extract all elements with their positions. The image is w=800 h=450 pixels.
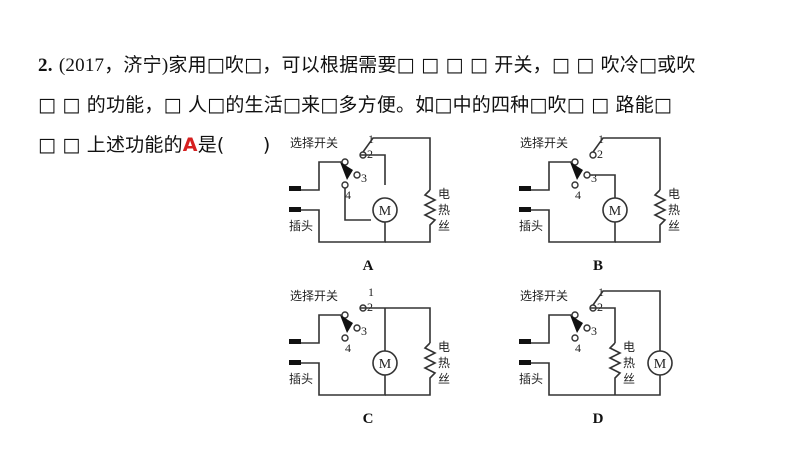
circuit-d: 选择开关 1 2 3 4 电 热 丝 M 插头 D — [515, 283, 695, 428]
svg-text:1: 1 — [598, 132, 604, 146]
svg-text:1: 1 — [368, 132, 374, 146]
svg-text:3: 3 — [361, 324, 367, 338]
svg-text:2: 2 — [367, 147, 373, 161]
figure-caption: B — [593, 258, 603, 274]
svg-text:插头: 插头 — [289, 372, 313, 386]
svg-text:M: M — [379, 204, 392, 219]
svg-text:电: 电 — [438, 187, 450, 201]
svg-text:热: 热 — [438, 356, 450, 370]
svg-text:M: M — [379, 357, 392, 372]
svg-text:1: 1 — [368, 285, 374, 299]
svg-text:插头: 插头 — [289, 219, 313, 233]
svg-text:3: 3 — [361, 171, 367, 185]
svg-text:插头: 插头 — [519, 219, 543, 233]
plug-icon — [519, 339, 531, 344]
circuit-b: 选择开关 1 2 3 4 M 电 热 丝 插头 B — [515, 130, 695, 275]
svg-text:丝: 丝 — [438, 372, 450, 386]
svg-text:4: 4 — [345, 341, 351, 355]
svg-text:3: 3 — [591, 171, 597, 185]
figure-caption: A — [363, 258, 374, 274]
selector-blade — [340, 162, 353, 180]
svg-text:热: 热 — [623, 356, 635, 370]
question-text-3-end: 是( ) — [197, 134, 271, 156]
svg-text:4: 4 — [575, 341, 581, 355]
svg-text:电: 电 — [438, 340, 450, 354]
plug-icon — [289, 186, 301, 191]
circuit-a: 选择开关 1 2 3 4 M 电 热 丝 插头 A — [285, 130, 465, 275]
question-line-3: □ □ 上述功能的A是( ) — [38, 133, 271, 157]
svg-text:M: M — [609, 204, 622, 219]
svg-text:4: 4 — [345, 188, 351, 202]
figure-caption: D — [593, 411, 604, 427]
question-line-1: 2. (2017，济宁)家用□吹□，可以根据需要□ □ □ □ 开关，□ □ 吹… — [38, 54, 696, 76]
svg-text:M: M — [654, 357, 667, 372]
svg-text:2: 2 — [597, 147, 603, 161]
question-source: (2017，济宁) — [58, 55, 169, 76]
plug-icon — [289, 339, 301, 344]
svg-text:电: 电 — [668, 187, 680, 201]
question-number: 2 — [38, 55, 48, 76]
switch-label: 选择开关 — [290, 136, 338, 150]
svg-text:丝: 丝 — [668, 219, 680, 233]
svg-text:1: 1 — [598, 285, 604, 299]
plug-icon — [519, 186, 531, 191]
figure-caption: C — [363, 411, 374, 427]
svg-text:3: 3 — [591, 324, 597, 338]
svg-text:选择开关: 选择开关 — [520, 136, 568, 150]
question-text-2: □ □ 的功能，□ 人□的生活□来□多方便。如□中的四种□吹□ □ 路能□ — [38, 94, 673, 116]
svg-text:电: 电 — [623, 340, 635, 354]
svg-text:4: 4 — [575, 188, 581, 202]
question-line-2: □ □ 的功能，□ 人□的生活□来□多方便。如□中的四种□吹□ □ 路能□ — [38, 93, 672, 117]
svg-text:丝: 丝 — [623, 372, 635, 386]
question-text-1: 家用□吹□，可以根据需要□ □ □ □ 开关，□ □ 吹冷□或吹 — [168, 54, 696, 76]
svg-text:热: 热 — [668, 203, 680, 217]
answer-mark: A — [182, 134, 198, 156]
svg-text:选择开关: 选择开关 — [290, 289, 338, 303]
circuit-c: 选择开关 1 2 3 4 M 电 热 丝 插头 C — [285, 283, 465, 428]
svg-text:2: 2 — [367, 300, 373, 314]
svg-text:选择开关: 选择开关 — [520, 289, 568, 303]
svg-text:丝: 丝 — [438, 219, 450, 233]
question-text-3: □ □ 上述功能的 — [38, 134, 183, 156]
svg-text:热: 热 — [438, 203, 450, 217]
svg-text:2: 2 — [597, 300, 603, 314]
svg-text:插头: 插头 — [519, 372, 543, 386]
